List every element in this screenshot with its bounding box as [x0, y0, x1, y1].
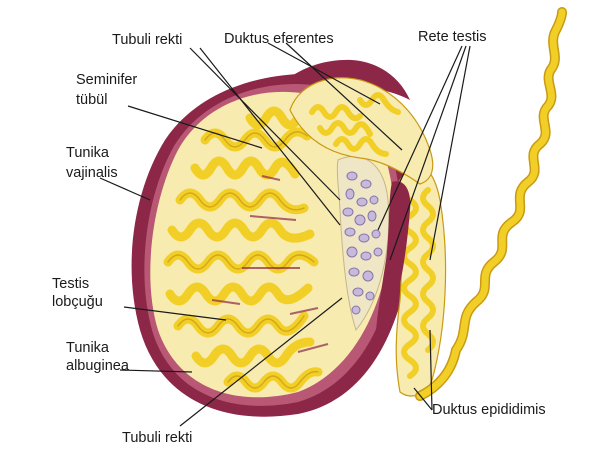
label-tunika-albuginea-line1: Tunika — [66, 340, 110, 356]
label-tunika-vajinalis-line2: vajinalis — [66, 165, 118, 181]
label-testis-lobcugu-line2: lobçuğu — [52, 294, 103, 310]
label-testis-lobcugu-line1: Testis — [52, 276, 89, 292]
label-seminifer-line2: tübül — [76, 92, 107, 108]
label-duktus-epididimis: Duktus epididimis — [432, 402, 546, 418]
label-tunika-albuginea-line2: albuginea — [66, 358, 130, 374]
label-rete-testis: Rete testis — [418, 29, 487, 45]
label-tubuli-rekti-bottom: Tubuli rekti — [122, 430, 192, 446]
label-duktus-eferentes: Duktus eferentes — [224, 31, 334, 47]
label-seminifer-line1: Seminifer — [76, 72, 137, 88]
label-tubuli-rekti-top: Tubuli rekti — [112, 32, 182, 48]
label-tunika-vajinalis-line1: Tunika — [66, 145, 110, 161]
